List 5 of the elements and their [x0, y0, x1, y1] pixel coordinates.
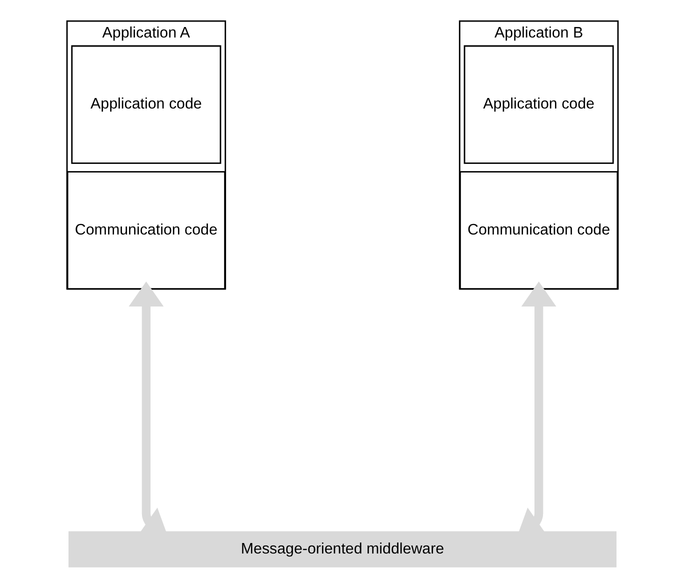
node-box: Communication code — [66, 171, 226, 290]
node-box: Message-oriented middleware — [68, 531, 617, 568]
node-box: Application code — [71, 45, 222, 164]
node-box: Communication code — [459, 171, 618, 290]
node-box: Application code — [464, 45, 614, 164]
